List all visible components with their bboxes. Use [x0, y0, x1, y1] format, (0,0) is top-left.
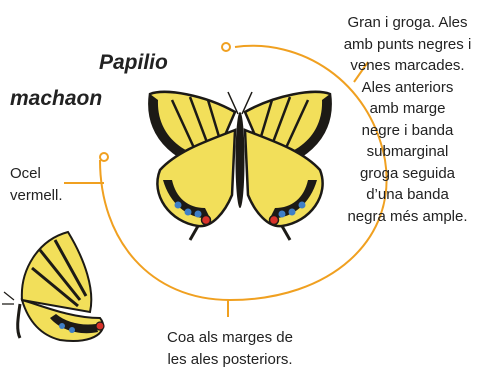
callout-arc — [99, 44, 388, 302]
description-line: Gran i groga. Ales — [347, 14, 468, 31]
tail-line: Coa als marges de — [167, 329, 293, 346]
ocel-label: Ocel vermell. — [10, 163, 63, 206]
description-label: Gran i groga. Ales amb punts negres i ve… — [314, 12, 501, 227]
description-line: submarginal — [366, 143, 449, 160]
callout-dot-left — [99, 152, 109, 162]
right-wings — [243, 90, 332, 241]
species-name-line-2: machaon — [10, 87, 103, 110]
antennae — [227, 91, 253, 115]
leader-description — [353, 61, 369, 83]
left-wings — [148, 90, 237, 241]
species-name-line-1: Papilio — [99, 51, 168, 74]
tail-label: Coa als marges de les ales posteriors. — [130, 327, 330, 370]
butterfly-side-view — [2, 230, 105, 342]
butterfly-top-view — [148, 90, 332, 241]
description-line: amb punts negres i — [343, 35, 472, 53]
description-line: Ales anteriors — [361, 78, 454, 96]
ocel-line: Ocel — [10, 165, 41, 182]
description-line: negra més ample. — [347, 207, 468, 225]
description-line: negre i banda — [361, 121, 454, 139]
description-line: amb marge — [369, 100, 446, 117]
description-line: d’una banda — [366, 186, 449, 203]
callout-dot-top — [221, 42, 231, 52]
tail-line: les ales posteriors. — [167, 350, 293, 368]
body — [235, 112, 245, 208]
ocel-line: vermell. — [10, 186, 63, 204]
description-line: groga seguida — [359, 164, 456, 182]
description-line: venes marcades. — [350, 57, 465, 74]
